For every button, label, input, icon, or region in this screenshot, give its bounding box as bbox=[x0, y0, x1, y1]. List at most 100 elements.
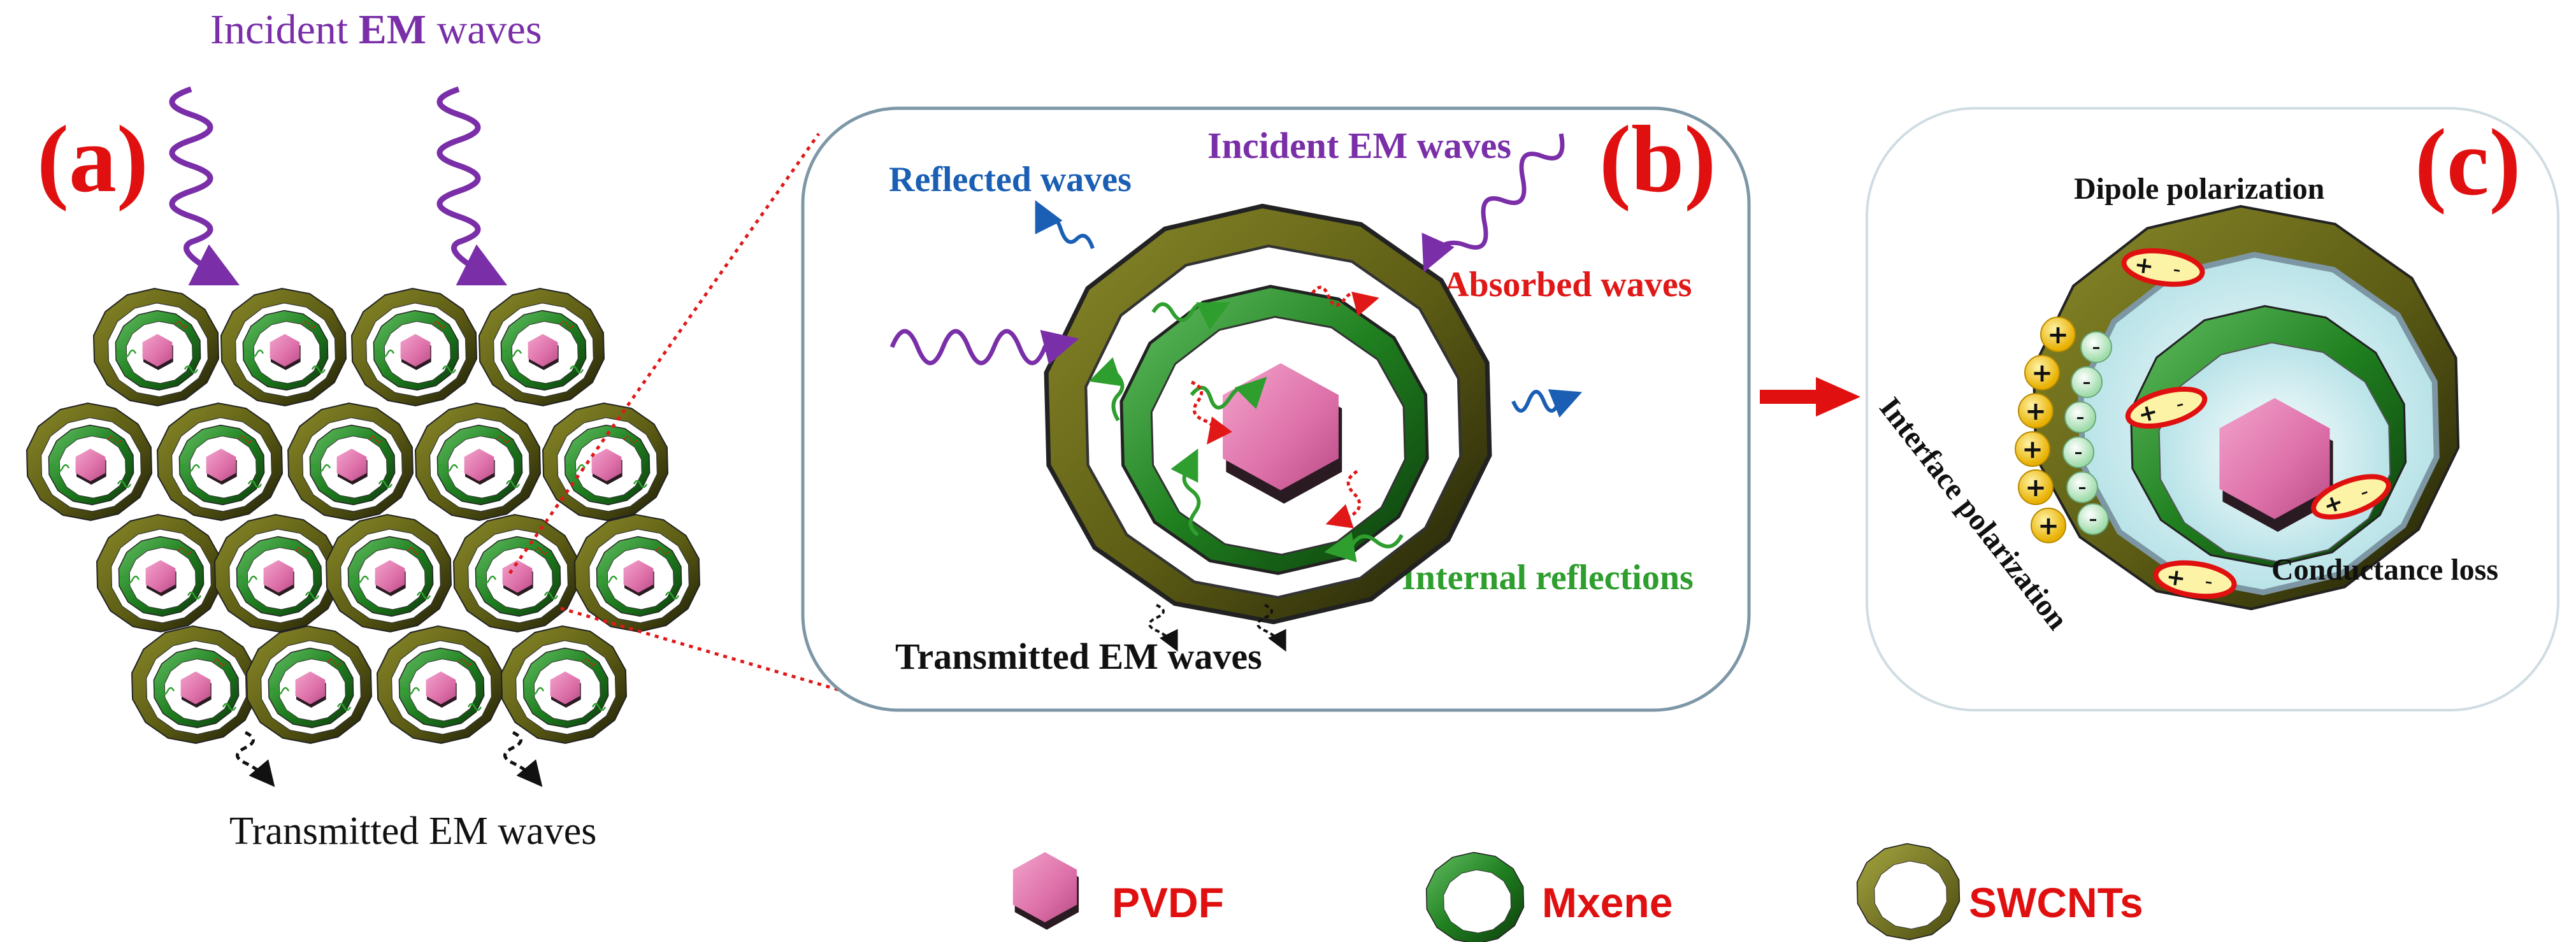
panel-b-transmitted-label: Transmitted EM waves bbox=[895, 636, 1262, 677]
panel-b-internal-wave-5-icon bbox=[1324, 532, 1404, 562]
zoom-line-bottom bbox=[560, 606, 854, 696]
panel-b-internal-wave-4-icon bbox=[1170, 448, 1201, 537]
negative-charge-icon: - bbox=[2064, 401, 2096, 433]
internal-wave-icon bbox=[305, 591, 320, 600]
panel-a: (a) Incident EM waves Transmitted EM wav… bbox=[25, 6, 701, 853]
panel-b-absorbed-wave-1-icon bbox=[1311, 285, 1379, 317]
dipole-icon: +- bbox=[2153, 560, 2237, 599]
negative-charge-icon: - bbox=[2080, 331, 2112, 363]
svg-text:-: - bbox=[2092, 332, 2101, 360]
pvdf-core bbox=[528, 334, 559, 370]
internal-wave-icon bbox=[501, 349, 522, 358]
composite-cell bbox=[287, 402, 414, 522]
composite-cell bbox=[573, 513, 701, 633]
panel-b-internal-label: Internal reflections bbox=[1402, 558, 1694, 597]
composite-cell bbox=[213, 513, 341, 633]
internal-wave-icon bbox=[467, 703, 482, 711]
composite-cell bbox=[376, 625, 503, 745]
panel-c-label: (c) bbox=[2415, 110, 2521, 215]
legend-mxene-label: Mxene bbox=[1542, 879, 1673, 926]
pvdf-core bbox=[270, 334, 301, 370]
dipole-polarization-label: Dipole polarization bbox=[2074, 172, 2324, 206]
legend: PVDF Mxene SWCNTs bbox=[1012, 843, 2143, 942]
composite-cell bbox=[325, 513, 452, 633]
svg-text:+: + bbox=[2047, 320, 2069, 350]
positive-charge-icon: + bbox=[2031, 508, 2066, 543]
svg-text:-: - bbox=[2171, 256, 2183, 282]
positive-charge-icon: + bbox=[2024, 355, 2060, 390]
svg-text:-: - bbox=[2074, 438, 2083, 466]
internal-wave-icon bbox=[596, 575, 618, 584]
internal-wave-icon bbox=[378, 480, 393, 489]
internal-wave-icon bbox=[399, 687, 421, 696]
panel-b-internal-wave-3-icon bbox=[1190, 376, 1267, 410]
composite-cell bbox=[542, 402, 669, 522]
svg-text:+: + bbox=[2022, 435, 2043, 464]
internal-wave-icon bbox=[268, 687, 290, 696]
svg-text:-: - bbox=[2089, 504, 2097, 532]
pvdf-core bbox=[400, 334, 431, 370]
composite-cell bbox=[25, 402, 153, 522]
panel-c-composite-cell: ++++++------+-+-+-+- bbox=[2015, 204, 2460, 611]
panel-a-transmitted-label: Transmitted EM waves bbox=[229, 810, 596, 853]
panel-b-absorbed-label: Absorbed waves bbox=[1443, 265, 1692, 304]
pvdf-core-c bbox=[2219, 398, 2333, 532]
negative-charge-icon: - bbox=[2071, 366, 2103, 398]
positive-charge-icon: + bbox=[2018, 393, 2054, 429]
panel-b-absorbed-wave-3-icon bbox=[1325, 469, 1362, 529]
right-arrow-icon bbox=[1760, 377, 1860, 417]
panel-b-reflected-label: Reflected waves bbox=[889, 160, 1132, 199]
legend-mxene-icon bbox=[1425, 852, 1525, 942]
transmitted-wave-right-icon bbox=[503, 731, 543, 787]
pvdf-core bbox=[75, 448, 106, 485]
svg-text:-: - bbox=[2076, 403, 2085, 431]
internal-wave-icon bbox=[373, 349, 395, 358]
internal-wave-icon bbox=[348, 575, 370, 584]
internal-wave-icon bbox=[115, 349, 137, 358]
panel-b-composite-cell bbox=[1044, 203, 1492, 625]
composite-cell bbox=[245, 625, 373, 745]
internal-wave-icon bbox=[179, 464, 201, 473]
pvdf-core bbox=[426, 671, 457, 708]
internal-wave-icon bbox=[505, 480, 521, 489]
internal-wave-icon bbox=[591, 703, 607, 711]
internal-wave-icon bbox=[543, 591, 559, 600]
pvdf-core bbox=[142, 334, 173, 370]
internal-wave-icon bbox=[336, 703, 352, 711]
panel-a-incident-label: Incident EM waves bbox=[210, 6, 542, 53]
legend-pvdf-label: PVDF bbox=[1112, 879, 1224, 926]
svg-text:+: + bbox=[2164, 564, 2187, 592]
negative-charge-icon: - bbox=[2066, 471, 2098, 503]
composite-cell bbox=[350, 287, 478, 407]
composite-cell bbox=[414, 402, 542, 522]
mxene-shell bbox=[564, 424, 651, 506]
internal-wave-icon bbox=[475, 575, 497, 584]
panel-b: (b) Incident EM waves Reflected waves Ab… bbox=[801, 106, 1751, 712]
composite-cell bbox=[220, 287, 347, 407]
composite-cell-array bbox=[25, 287, 701, 745]
internal-wave-icon bbox=[311, 365, 326, 374]
internal-wave-icon bbox=[236, 575, 258, 584]
pvdf-core bbox=[623, 560, 654, 596]
dipole-icon: +- bbox=[2311, 474, 2391, 520]
internal-wave-icon bbox=[310, 464, 331, 473]
internal-wave-icon bbox=[523, 687, 545, 696]
zoom-line-top bbox=[508, 132, 821, 574]
transmitted-wave-left-icon bbox=[236, 731, 275, 787]
panel-b-transmitted-bottom-right-icon bbox=[1256, 604, 1286, 652]
legend-swcnt-ring bbox=[1856, 843, 1961, 941]
pvdf-core bbox=[464, 448, 495, 485]
pvdf-core bbox=[145, 560, 176, 596]
composite-cell bbox=[92, 287, 220, 407]
internal-wave-icon bbox=[243, 349, 264, 358]
legend-swcnts-label: SWCNTs bbox=[1969, 879, 2143, 926]
composite-cell bbox=[452, 513, 580, 633]
panel-b-incident-label: Incident EM waves bbox=[1207, 125, 1511, 166]
incident-wave-arrow-left-icon bbox=[169, 86, 240, 286]
internal-wave-icon bbox=[119, 575, 140, 584]
legend-swcnts-icon bbox=[1856, 843, 1961, 941]
positive-charge-icon: + bbox=[2018, 469, 2054, 505]
positive-charge-icon: + bbox=[2015, 431, 2050, 467]
composite-cell bbox=[500, 625, 628, 745]
internal-wave-icon bbox=[222, 703, 237, 711]
